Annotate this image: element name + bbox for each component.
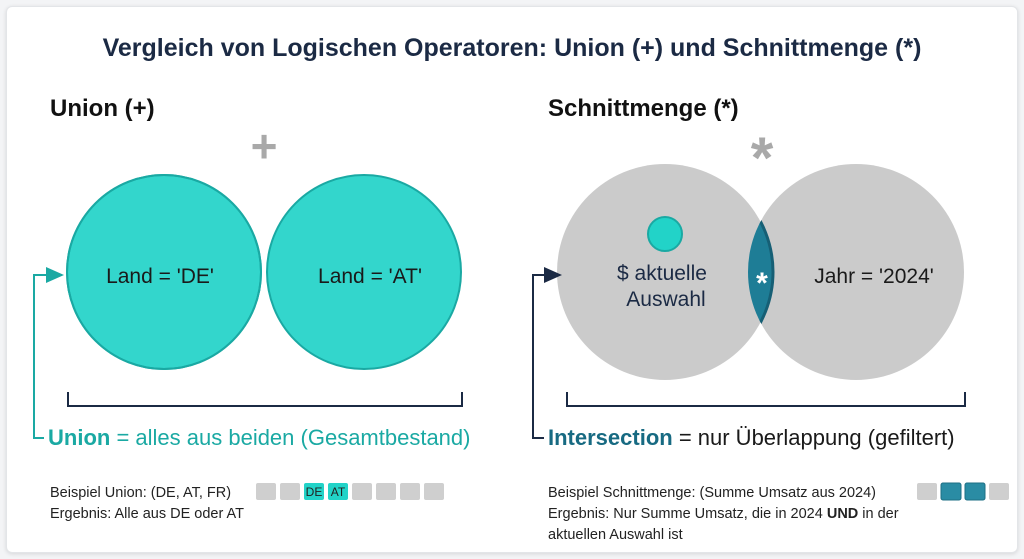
- union-example-line1: Beispiel Union: (DE, AT, FR): [50, 485, 231, 501]
- page-title: Vergleich von Logischen Operatoren: Unio…: [103, 34, 922, 62]
- union-label-de: Land = 'DE': [106, 265, 214, 288]
- intersection-example-line2-start: Ergebnis: Nur Summe Umsatz, die in 2024: [548, 506, 827, 522]
- chip: [400, 483, 420, 500]
- intersection-label-selection-line2: Auswahl: [626, 288, 705, 311]
- chip: [964, 482, 986, 501]
- union-heading: Union (+): [50, 95, 155, 122]
- intersection-example-line2: Ergebnis: Nur Summe Umsatz, die in 2024 …: [548, 506, 899, 522]
- intersection-overlap: [748, 164, 775, 380]
- intersection-result-text: = nur Überlappung (gefiltert): [673, 425, 955, 450]
- union-result: Union = alles aus beiden (Gesamtbestand): [48, 425, 470, 450]
- union-label-at: Land = 'AT': [318, 265, 422, 288]
- union-circle-at: [266, 174, 462, 370]
- chip: [256, 483, 276, 500]
- selection-dot-icon: [647, 216, 683, 252]
- intersection-arrow: [532, 267, 562, 439]
- union-example-line2: Ergebnis: Alle aus DE oder AT: [50, 506, 244, 522]
- asterisk-icon: *: [751, 126, 774, 191]
- intersection-example-line1: Beispiel Schnittmenge: (Summe Umsatz aus…: [548, 485, 876, 501]
- intersection-example-line2-end: in der: [858, 506, 898, 522]
- intersection-bracket: [566, 392, 966, 407]
- chip: [940, 482, 962, 501]
- chip: [989, 483, 1009, 500]
- chip: [280, 483, 300, 500]
- union-bracket: [67, 392, 463, 407]
- intersection-circle-selection: [557, 164, 773, 380]
- intersection-example-line3: aktuellen Auswahl ist: [548, 527, 683, 543]
- chip-label: DE: [306, 485, 323, 499]
- chip: [352, 483, 372, 500]
- union-result-keyword: Union: [48, 425, 110, 450]
- intersection-result-keyword: Intersection: [548, 425, 673, 450]
- intersection-center-asterisk-icon: *: [756, 267, 768, 300]
- union-arrow: [33, 267, 64, 439]
- union-result-text: = alles aus beiden (Gesamtbestand): [110, 425, 470, 450]
- chip: [424, 483, 444, 500]
- intersection-chip-row: [917, 482, 1009, 501]
- intersection-label-year: Jahr = '2024': [814, 265, 934, 288]
- intersection-result: Intersection = nur Überlappung (gefilter…: [548, 425, 955, 450]
- intersection-circle-year: [748, 164, 964, 380]
- chip: [917, 483, 937, 500]
- intersection-label-selection-line1: $ aktuelle: [617, 262, 707, 285]
- chip: [328, 483, 348, 500]
- union-chip-row: DE AT: [256, 483, 444, 500]
- chip: [376, 483, 396, 500]
- union-circle-de-outline: [66, 174, 262, 370]
- chip-label: AT: [331, 485, 346, 499]
- plus-icon: +: [251, 120, 278, 172]
- chip: [304, 483, 324, 500]
- intersection-heading: Schnittmenge (*): [548, 95, 739, 122]
- intersection-example-line2-und: UND: [827, 506, 858, 522]
